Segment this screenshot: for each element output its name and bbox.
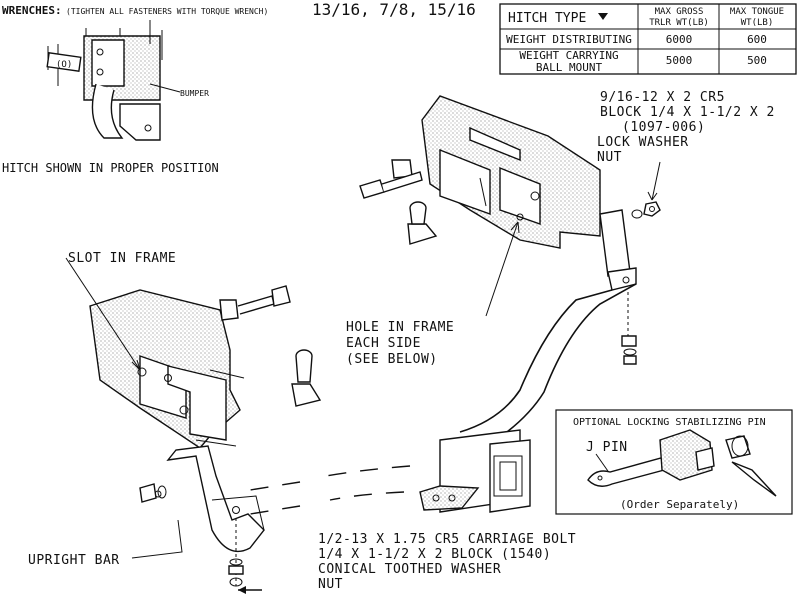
bottom-line2: 1/4 X 1-1/2 X 2 BLOCK (1540) — [318, 547, 551, 562]
bolt-top-line3: (1097-006) — [622, 120, 705, 135]
bolt-top-line2: BLOCK 1/4 X 1-1/2 X 2 — [600, 105, 775, 120]
bolt-top-line1: 9/16-12 X 2 CR5 — [600, 90, 725, 105]
proper-position-inset: (O) BUMPER HITCH SHOWN IN PROPER POSITIO… — [2, 20, 219, 175]
bumper-label: BUMPER — [180, 89, 209, 98]
bottom-line1: 1/2-13 X 1.75 CR5 CARRIAGE BOLT — [318, 532, 576, 547]
bolt-head-left — [271, 285, 291, 307]
col-tongue-line1: MAX TONGUE — [730, 7, 784, 17]
hole-line2: EACH SIDE — [346, 336, 421, 351]
chevron-down-icon — [598, 13, 608, 20]
row1-gross: 6000 — [666, 33, 693, 46]
lock-washer-line1: LOCK WASHER — [597, 135, 689, 150]
bottom-line4: NUT — [318, 577, 343, 592]
row2-gross: 5000 — [666, 54, 693, 67]
capacity-table: HITCH TYPE MAX GROSS TRLR WT(LB) MAX TON… — [499, 3, 797, 75]
hole-line1: HOLE IN FRAME — [346, 320, 454, 335]
row2-type-line1: WEIGHT CARRYING — [519, 49, 618, 62]
stabilizer-pin-box: OPTIONAL LOCKING STABILIZING PIN J PIN (… — [555, 409, 793, 515]
upright-bar-label: UPRIGHT BAR — [28, 553, 120, 568]
lock-washer-nut-right — [631, 201, 661, 219]
leader-lines — [65, 161, 661, 594]
row1-tongue: 600 — [747, 33, 767, 46]
inset-part-label: (O) — [56, 60, 72, 70]
bottom-line3: CONICAL TOOTHED WASHER — [318, 562, 501, 577]
carriage-bolt-left — [295, 349, 313, 383]
stabilizer-title: OPTIONAL LOCKING STABILIZING PIN — [573, 417, 766, 428]
col-hitch-type: HITCH TYPE — [508, 11, 586, 26]
j-pin-label: J PIN — [586, 440, 628, 455]
left-hardware — [219, 285, 322, 407]
wrenches-header: WRENCHES: (TIGHTEN ALL FASTENERS WITH TO… — [2, 0, 476, 19]
pin-key-icon — [731, 461, 777, 497]
hitch-body — [249, 209, 637, 515]
col-tongue-line2: WT(LB) — [741, 18, 774, 28]
lock-washer-line2: NUT — [597, 150, 622, 165]
row2-tongue: 500 — [747, 54, 767, 67]
bolt-head-right — [359, 179, 385, 199]
slot-in-frame — [137, 367, 147, 377]
right-bottom-hardware — [621, 292, 637, 365]
hole-line3: (SEE BELOW) — [346, 352, 438, 367]
frame-hole-right — [530, 191, 540, 201]
order-note: (Order Separately) — [620, 498, 739, 511]
col-gross-line1: MAX GROSS — [655, 7, 704, 17]
inset-caption: HITCH SHOWN IN PROPER POSITION — [2, 161, 219, 175]
block-left — [219, 299, 239, 321]
upright-bar-right — [599, 209, 631, 277]
row1-type: WEIGHT DISTRIBUTING — [506, 33, 632, 46]
wrenches-label: WRENCHES: — [2, 4, 62, 17]
carriage-bolt-right — [409, 201, 427, 225]
slot-in-frame-label: SLOT IN FRAME — [68, 251, 176, 266]
col-gross-line2: TRLR WT(LB) — [649, 18, 709, 28]
torque-note: (TIGHTEN ALL FASTENERS WITH TORQUE WRENC… — [66, 7, 268, 16]
right-frame-bracket — [421, 95, 601, 249]
callouts: 9/16-12 X 2 CR5 BLOCK 1/4 X 1-1/2 X 2 (1… — [28, 90, 775, 592]
left-frame-bracket — [89, 289, 245, 449]
wrench-sizes: 13/16, 7/8, 15/16 — [312, 0, 476, 19]
upright-bar-left — [139, 445, 265, 587]
right-hardware — [359, 159, 438, 245]
row2-type-line2: BALL MOUNT — [536, 61, 603, 74]
